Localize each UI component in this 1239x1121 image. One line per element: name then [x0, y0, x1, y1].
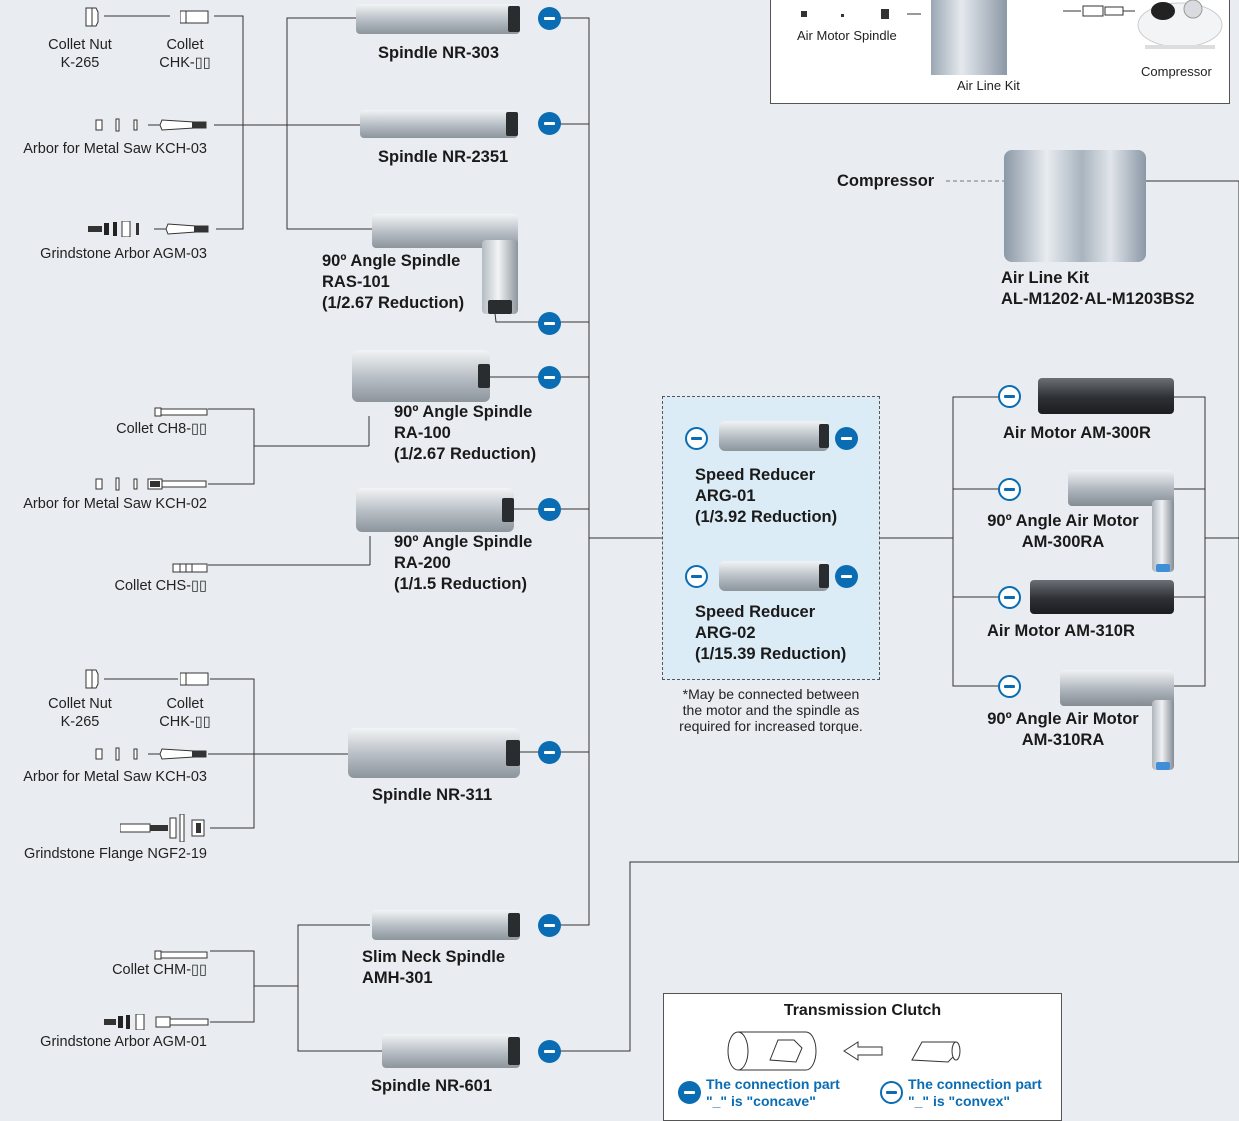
- concave-connector-ra100: [538, 366, 561, 389]
- air-motor-am300r-label: Air Motor AM-300R: [1003, 423, 1151, 444]
- spindle-nr2351-label: Spindle NR-2351: [378, 147, 508, 168]
- convex-connector-arg01: [685, 427, 708, 450]
- grindstone-agm01-icon: [104, 1014, 210, 1035]
- air-motor-am300r-image: [1038, 378, 1174, 414]
- spindle-nr303-image: [356, 4, 520, 34]
- system-compressor-label: Compressor: [1141, 63, 1212, 81]
- convex-connector-am300r: [998, 385, 1021, 408]
- collet-chs-label: Collet CHS-▯▯: [0, 577, 207, 595]
- convex-connector-am310ra: [998, 675, 1021, 698]
- legend-concave-text: The connection part"_" is "concave": [706, 1076, 840, 1110]
- arbor-kch02-label: Arbor for Metal Saw KCH-02: [0, 495, 207, 513]
- concave-connector-nr601: [538, 1040, 561, 1063]
- clutch-diagram-icon: [726, 1030, 976, 1077]
- legend-convex-icon: [880, 1081, 903, 1104]
- arbor-kch03-label: Arbor for Metal Saw KCH-03: [0, 140, 207, 158]
- speed-reducer-arg02-image: [719, 561, 829, 591]
- concave-connector-ra200: [538, 498, 561, 521]
- spindle-amh301-image: [372, 910, 520, 940]
- air-motor-am310ra-elbow: [1152, 700, 1174, 770]
- air-motor-am310r-label: Air Motor AM-310R: [987, 621, 1135, 642]
- system-air-line-kit-label: Air Line Kit: [957, 77, 1020, 95]
- system-arrow-icon: [1061, 3, 1141, 24]
- system-air-line-kit-image: [931, 0, 1007, 75]
- spindle-ra200-image: [356, 488, 514, 532]
- collet-chm-label: Collet CHM-▯▯: [0, 961, 207, 979]
- collet-nut-b-icon: [82, 668, 104, 695]
- convex-connector-am300ra: [998, 478, 1021, 501]
- flange-ngf219-label: Grindstone Flange NGF2-19: [0, 845, 207, 863]
- spindle-nr2351-image: [360, 110, 518, 138]
- collet-nut-icon: [82, 6, 104, 33]
- air-motor-am300ra-elbow: [1152, 500, 1174, 572]
- spindle-nr303-label: Spindle NR-303: [378, 43, 499, 64]
- collet-ch8-label: Collet CH8-▯▯: [0, 420, 207, 438]
- collet-b-icon: [180, 672, 210, 691]
- spindle-nr601-image: [382, 1034, 520, 1068]
- collet-chs-icon: [172, 560, 208, 578]
- concave-connector-nr303: [538, 7, 561, 30]
- transmission-clutch-legend: Transmission Clutch The connection part"…: [663, 993, 1062, 1121]
- convex-connector-arg02: [685, 565, 708, 588]
- concave-connector-arg01: [835, 427, 858, 450]
- arbor-kch03-b-label: Arbor for Metal Saw KCH-03: [0, 768, 207, 786]
- legend-concave-icon: [678, 1081, 701, 1104]
- grindstone-agm01-label: Grindstone Arbor AGM-01: [0, 1033, 207, 1051]
- concave-connector-amh301: [538, 914, 561, 937]
- speed-reducer-arg01-image: [719, 421, 829, 451]
- concave-connector-nr2351: [538, 112, 561, 135]
- collet-icon: [180, 10, 210, 29]
- grindstone-flange-icon: [120, 814, 210, 847]
- arbor-kch03-b-icon: [94, 747, 210, 766]
- compressor-label: Compressor: [837, 171, 934, 192]
- concave-connector-arg02: [835, 565, 858, 588]
- concave-connector-nr311: [538, 741, 561, 764]
- system-overview-box: Air Motor Spindle Air Line Kit Compresso…: [770, 0, 1230, 104]
- arbor-kch02-icon: [94, 477, 210, 496]
- spindle-ra100-image: [352, 350, 490, 402]
- system-air-motor-spindle-label: Air Motor Spindle: [797, 27, 897, 45]
- grindstone-arbor-icon: [88, 221, 210, 242]
- grindstone-agm03-label: Grindstone Arbor AGM-03: [0, 245, 207, 263]
- air-line-kit-image: [1004, 150, 1146, 262]
- air-motor-am310r-image: [1030, 580, 1174, 614]
- concave-connector-ras101: [538, 312, 561, 335]
- spindle-ras101-body: [482, 240, 518, 314]
- spindle-nr311-image: [348, 728, 520, 778]
- arbor-metal-saw-icon: [94, 118, 210, 137]
- spindle-nr601-label: Spindle NR-601: [371, 1076, 492, 1097]
- convex-connector-am310r: [998, 586, 1021, 609]
- clutch-title: Transmission Clutch: [664, 1000, 1061, 1021]
- system-spindle-icon: [801, 7, 951, 24]
- system-compressor-image: [1135, 0, 1225, 57]
- spindle-nr311-label: Spindle NR-311: [372, 785, 492, 806]
- legend-convex-text: The connection part"_" is "convex": [908, 1076, 1042, 1110]
